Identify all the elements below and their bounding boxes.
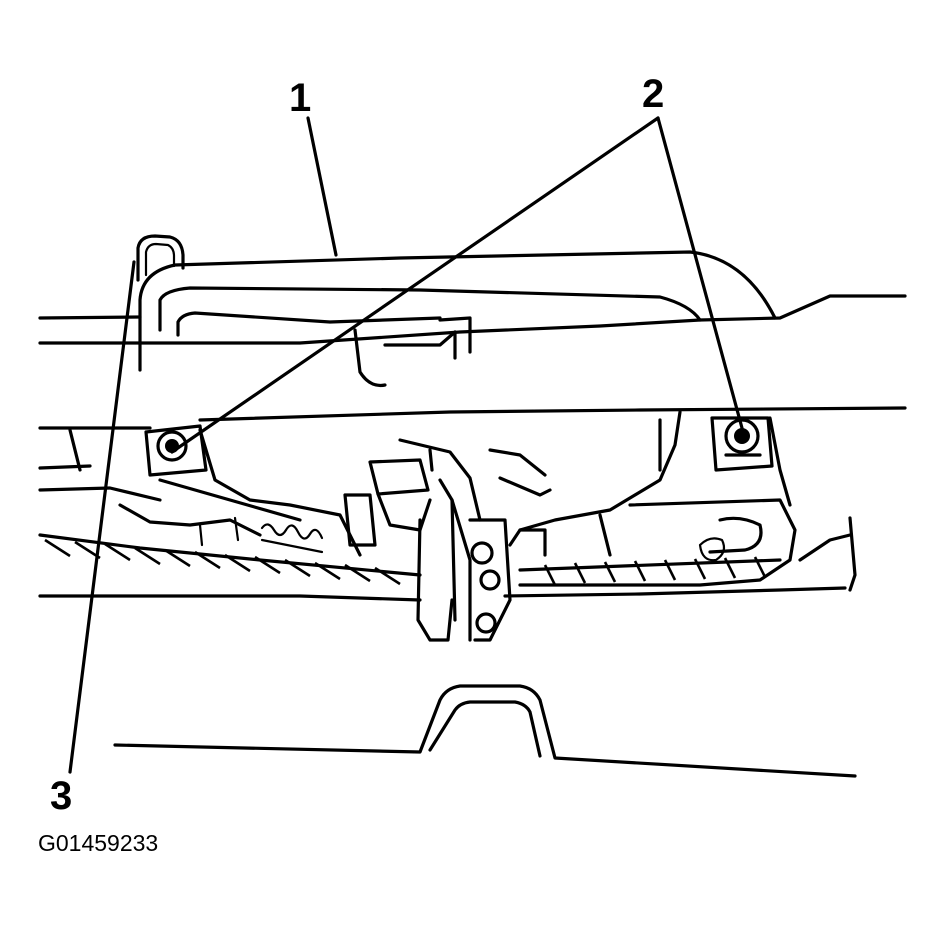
hook-clip [136, 234, 185, 282]
leader-lines [68, 116, 744, 774]
latch-assembly [343, 438, 552, 642]
callout-label-3: 3 [50, 774, 73, 818]
mid-housing [38, 428, 362, 557]
fastener-right [710, 416, 774, 472]
lower-panel [38, 516, 857, 778]
coil-spring [260, 523, 324, 554]
callout-label-2: 2 [642, 72, 665, 116]
upper-body-lines [38, 294, 907, 430]
housing-top [138, 250, 777, 388]
fastener-left [144, 424, 208, 477]
figure-id: G01459233 [38, 830, 159, 856]
right-tray-hatching [518, 556, 782, 586]
left-sill-hatching [38, 533, 422, 586]
callout-label-1: 1 [289, 76, 312, 120]
right-housing [508, 410, 797, 587]
